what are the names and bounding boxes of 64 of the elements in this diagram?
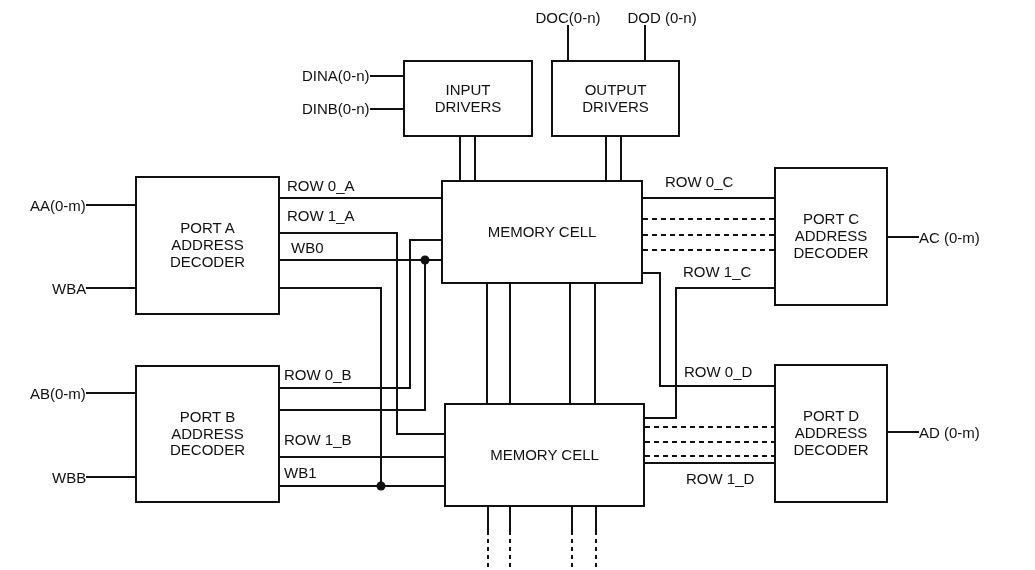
- wire: [642, 272, 775, 387]
- wire: [486, 283, 488, 404]
- wire: [642, 234, 775, 236]
- edge-label: ROW 0_D: [683, 364, 754, 379]
- wire: [85, 392, 136, 394]
- wire: [279, 239, 442, 389]
- decoder-block: PORT C ADDRESS DECODER: [774, 167, 888, 306]
- wire: [279, 232, 445, 435]
- bus-line: [595, 506, 597, 570]
- wire: [594, 283, 596, 404]
- wire: [279, 197, 442, 199]
- decoder-block: PORT D ADDRESS DECODER: [774, 364, 888, 503]
- wire: [459, 136, 461, 181]
- wire: [369, 75, 404, 77]
- wire: [85, 204, 136, 206]
- memory-cell-block: MEMORY CELL: [444, 403, 645, 507]
- wire: [642, 218, 775, 220]
- wire: [509, 283, 511, 404]
- signal-label: DOC(0-n): [535, 10, 601, 25]
- wire: [605, 136, 607, 181]
- bus-line: [571, 506, 573, 570]
- signal-label: DOD (0-n): [627, 10, 697, 25]
- wire: [642, 197, 775, 199]
- wire: [644, 441, 775, 443]
- wire: [887, 236, 920, 238]
- signal-label: AA(0-m): [30, 198, 86, 213]
- wire: [887, 431, 920, 433]
- decoder-block: PORT B ADDRESS DECODER: [135, 365, 280, 503]
- wire: [644, 462, 775, 464]
- signal-label: WBA: [52, 281, 87, 296]
- wire: [644, 287, 775, 419]
- wire: [567, 24, 569, 61]
- wire: [620, 136, 622, 181]
- edge-label: ROW 0_C: [664, 174, 735, 189]
- wire: [642, 249, 775, 251]
- driver-block: OUTPUT DRIVERS: [551, 60, 680, 137]
- signal-label: AB(0-m): [30, 386, 86, 401]
- wire: [85, 287, 136, 289]
- decoder-block: PORT A ADDRESS DECODER: [135, 176, 280, 315]
- wire: [474, 136, 476, 181]
- memory-cell-block: MEMORY CELL: [441, 180, 643, 284]
- bus-line: [509, 506, 511, 570]
- edge-label: ROW 1_B: [283, 432, 353, 447]
- wire: [644, 426, 775, 428]
- wire: [644, 24, 646, 61]
- signal-label: DINA(0-n): [302, 68, 370, 83]
- edge-label: ROW 1_D: [685, 471, 756, 486]
- signal-label: AC (0-m): [919, 230, 980, 245]
- edge-label: ROW 1_A: [286, 208, 356, 223]
- bus-line: [487, 506, 489, 570]
- edge-label: ROW 0_B: [283, 367, 353, 382]
- wire: [279, 456, 445, 458]
- edge-label: WB0: [290, 240, 325, 255]
- edge-label: ROW 0_A: [286, 178, 356, 193]
- edge-label: ROW 1_C: [682, 264, 753, 279]
- wire: [644, 455, 775, 457]
- wire: [569, 283, 571, 404]
- edge-label: WB1: [283, 465, 318, 480]
- signal-label: DINB(0-n): [302, 101, 370, 116]
- signal-label: WBB: [52, 470, 87, 485]
- wire: [85, 476, 136, 478]
- signal-label: AD (0-m): [919, 425, 980, 440]
- driver-block: INPUT DRIVERS: [403, 60, 533, 137]
- wire: [369, 108, 404, 110]
